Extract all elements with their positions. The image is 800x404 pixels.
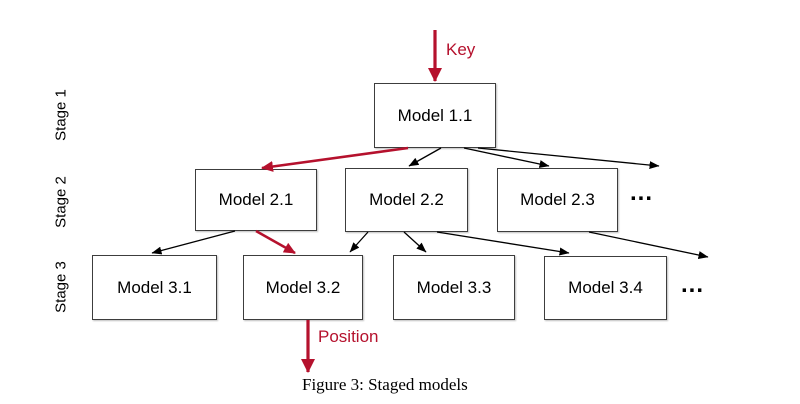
model-label-m33: Model 3.3	[416, 277, 492, 297]
ellipsis-stage2: ...	[630, 179, 654, 206]
model-box-m32: Model 3.2	[243, 255, 363, 320]
edge-m11-to-next	[477, 147, 660, 170]
model-label-m23: Model 2.3	[520, 190, 595, 209]
key-label: Key	[446, 40, 476, 59]
edge-m11-to-m22	[408, 147, 442, 167]
stage-1-label: Stage 1	[52, 89, 70, 141]
stage-2-label: Stage 2	[52, 176, 70, 228]
model-box-m31: Model 3.1	[92, 255, 217, 320]
model-label-m34: Model 3.4	[568, 278, 643, 297]
model-label-m31: Model 3.1	[117, 277, 192, 297]
model-box-m11: Model 1.1	[374, 83, 496, 148]
edge-m11-to-m21	[261, 146, 409, 172]
model-box-m21: Model 2.1	[195, 169, 317, 231]
figure-caption: Figure 3: Staged models	[302, 375, 468, 394]
model-label-m22: Model 2.2	[369, 190, 444, 209]
model-box-m23: Model 2.3	[497, 168, 618, 232]
model-label-m21: Model 2.1	[218, 190, 294, 209]
edge-m22-to-m34	[436, 231, 570, 256]
stage-3-label: Stage 3	[52, 261, 70, 313]
edge-m23-to-next	[588, 231, 709, 259]
edge-m22-to-m33	[403, 231, 427, 253]
position-label: Position	[318, 327, 379, 346]
model-box-m34: Model 3.4	[544, 256, 667, 320]
ellipsis-stage3: ...	[681, 271, 705, 298]
model-box-m33: Model 3.3	[393, 255, 515, 320]
model-label-m11: Model 1.1	[397, 105, 473, 125]
edge-m11-to-m23	[463, 147, 550, 168]
model-box-m22: Model 2.2	[345, 168, 468, 232]
edge-m21-to-m32	[255, 229, 296, 255]
model-label-m32: Model 3.2	[265, 277, 341, 297]
edge-m22-to-m32	[349, 231, 369, 253]
edge-m21-to-m31	[151, 230, 236, 255]
